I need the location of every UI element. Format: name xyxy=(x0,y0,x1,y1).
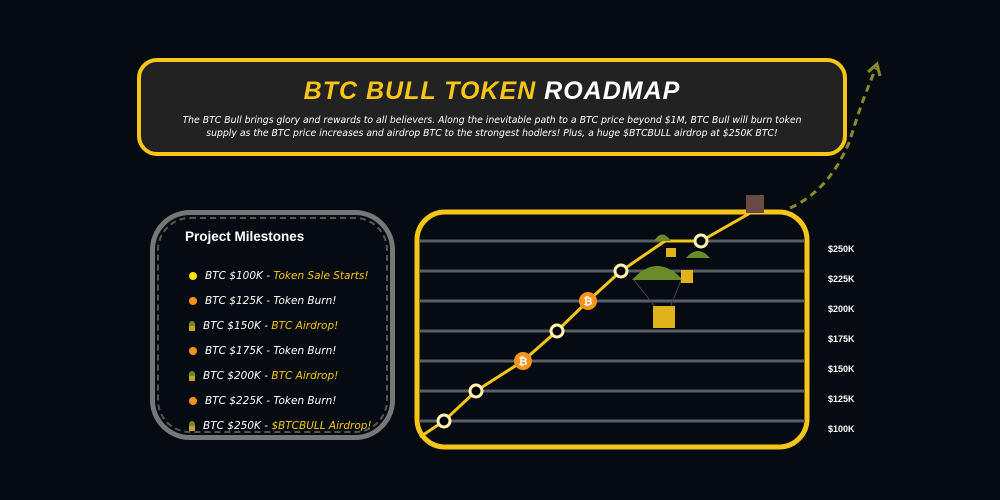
milestone-price: BTC $125K - xyxy=(205,294,274,307)
milestone-event: Token Burn! xyxy=(273,344,337,357)
milestone-event: BTC Airdrop! xyxy=(271,369,339,382)
milestones-list: BTC $100K - Token Sale Starts!BTC $125K … xyxy=(189,263,372,438)
price-line xyxy=(419,210,753,439)
milestone-event: Token Sale Starts! xyxy=(273,269,369,282)
milestone-marker xyxy=(693,233,709,249)
milestones-title: Project Milestones xyxy=(185,229,305,244)
milestone-item: BTC $100K - Token Sale Starts! xyxy=(189,263,372,288)
parachute-icon xyxy=(189,420,195,431)
parachute-crate-icon xyxy=(632,234,710,328)
roadmap-title: BTC BULL TOKEN ROADMAP xyxy=(303,77,681,105)
milestone-item: BTC $225K - Token Burn! xyxy=(189,388,372,413)
y-tick-label: $200K xyxy=(828,304,855,314)
orange-dot-icon xyxy=(189,396,197,405)
milestone-price: BTC $175K - xyxy=(205,344,274,357)
orange-dot-icon xyxy=(189,296,197,305)
milestones-panel: Project Milestones BTC $100K - Token Sal… xyxy=(150,210,395,440)
bull-mascot-icon xyxy=(746,195,764,213)
roadmap-header: BTC BULL TOKEN ROADMAP The BTC Bull brin… xyxy=(137,58,847,156)
milestone-event: BTC Airdrop! xyxy=(271,319,339,332)
milestone-item: BTC $200K - BTC Airdrop! xyxy=(189,363,372,388)
milestone-price: BTC $250K - xyxy=(203,419,272,432)
arrow-head-icon xyxy=(867,61,882,77)
yellow-dot-icon xyxy=(189,271,197,280)
milestone-marker xyxy=(549,323,565,339)
y-tick-label: $150K xyxy=(828,364,855,374)
milestone-marker xyxy=(468,383,484,399)
roadmap-description: The BTC Bull brings glory and rewards to… xyxy=(182,115,802,139)
chart-frame xyxy=(414,209,810,450)
parachute-icon xyxy=(189,370,195,381)
milestone-item: BTC $125K - Token Burn! xyxy=(189,288,372,313)
milestone-price: BTC $150K - xyxy=(203,319,272,332)
milestone-marker xyxy=(613,263,629,279)
y-tick-label: $250K xyxy=(828,244,855,254)
y-tick-label: $125K xyxy=(828,394,855,404)
orange-dot-icon xyxy=(189,346,197,355)
milestone-marker xyxy=(436,413,452,429)
bitcoin-glyph: ₿ xyxy=(584,295,593,308)
y-tick-label: $225K xyxy=(828,274,855,284)
milestone-event: Token Burn! xyxy=(273,294,337,307)
bitcoin-glyph: ₿ xyxy=(519,355,528,368)
milestone-item: BTC $175K - Token Burn! xyxy=(189,338,372,363)
bitcoin-icon xyxy=(514,352,532,370)
milestone-item: BTC $150K - BTC Airdrop! xyxy=(189,313,372,338)
y-tick-label: $100K xyxy=(828,424,855,434)
bitcoin-icon xyxy=(579,292,597,310)
milestone-item: BTC $250K - $BTCBULL Airdrop! xyxy=(189,413,372,438)
milestone-price: BTC $100K - xyxy=(205,269,274,282)
future-path-arrow xyxy=(789,67,878,210)
milestone-price: BTC $225K - xyxy=(205,394,274,407)
milestone-event: Token Burn! xyxy=(273,394,337,407)
y-tick-label: $175K xyxy=(828,334,855,344)
milestone-price: BTC $200K - xyxy=(203,369,272,382)
milestone-event: $BTCBULL Airdrop! xyxy=(271,419,372,432)
parachute-icon xyxy=(189,320,195,331)
